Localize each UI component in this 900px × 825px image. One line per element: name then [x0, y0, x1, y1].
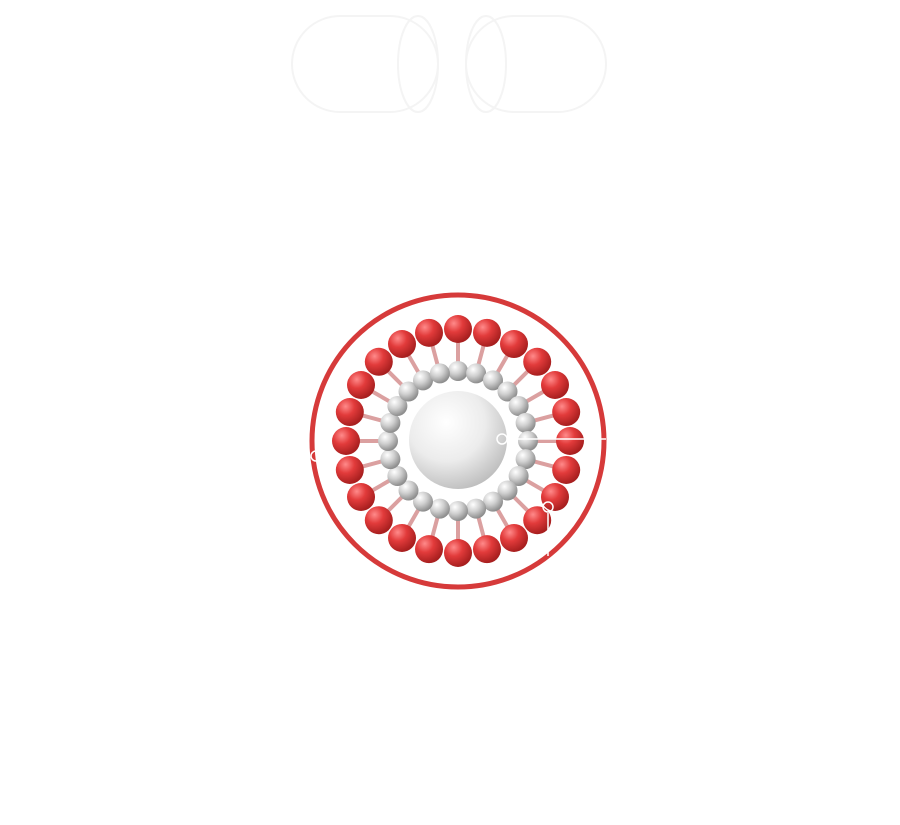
inner-bead: [508, 466, 529, 486]
marker-bottom-right: [542, 501, 554, 513]
inner-bead: [380, 412, 401, 433]
outer-beads: [332, 315, 584, 567]
outer-bead: [335, 398, 364, 427]
inner-bead: [508, 396, 529, 416]
outer-bead: [552, 398, 581, 427]
inner-bead: [483, 370, 503, 391]
outer-bead: [523, 347, 552, 376]
outer-bead: [500, 330, 528, 359]
inner-bead: [448, 361, 468, 381]
inner-bead: [497, 480, 518, 501]
outer-bead: [388, 330, 416, 359]
outer-bead: [472, 535, 501, 564]
inner-bead: [429, 498, 450, 519]
left-capsule-icon: [291, 15, 439, 113]
outer-bead: [472, 318, 501, 347]
inner-bead: [387, 466, 408, 486]
outer-bead: [444, 315, 472, 343]
inner-bead: [398, 381, 419, 402]
inner-bead: [378, 431, 398, 451]
markers: [310, 433, 606, 556]
outer-bead: [415, 318, 444, 347]
outer-bead: [444, 539, 472, 567]
outer-bead: [540, 483, 569, 511]
inner-bead: [429, 363, 450, 384]
outer-bead: [552, 455, 581, 484]
inner-bead: [466, 498, 487, 519]
outer-bead: [364, 347, 393, 376]
inner-bead: [398, 480, 419, 501]
outer-bead: [556, 427, 584, 455]
inner-bead: [518, 431, 538, 451]
inner-bead: [413, 491, 433, 512]
inner-bead: [483, 491, 503, 512]
inner-bead: [448, 501, 468, 521]
outer-bead: [347, 371, 376, 399]
inner-bead: [413, 370, 433, 391]
outer-bead: [415, 535, 444, 564]
inner-bead: [466, 363, 487, 384]
inner-bead: [515, 412, 536, 433]
inner-bead: [380, 449, 401, 470]
micelle-ring: [309, 292, 607, 590]
outer-bead: [500, 523, 528, 552]
outer-bead: [347, 483, 376, 511]
inner-bead: [497, 381, 518, 402]
micelle-structure-icon: [309, 292, 607, 590]
inner-bead: [515, 449, 536, 470]
outer-bead: [388, 523, 416, 552]
outer-bead: [364, 506, 393, 535]
outer-bead: [335, 455, 364, 484]
inner-beads: [378, 361, 538, 521]
nanoparticle-core-icon: [409, 391, 507, 489]
marker-left: [310, 450, 322, 462]
inner-bead: [387, 396, 408, 416]
outer-bead: [540, 371, 569, 399]
right-capsule-icon: [465, 15, 607, 113]
marker-center-right: [496, 433, 508, 445]
outer-bead: [332, 427, 360, 455]
outer-bead: [523, 506, 552, 535]
